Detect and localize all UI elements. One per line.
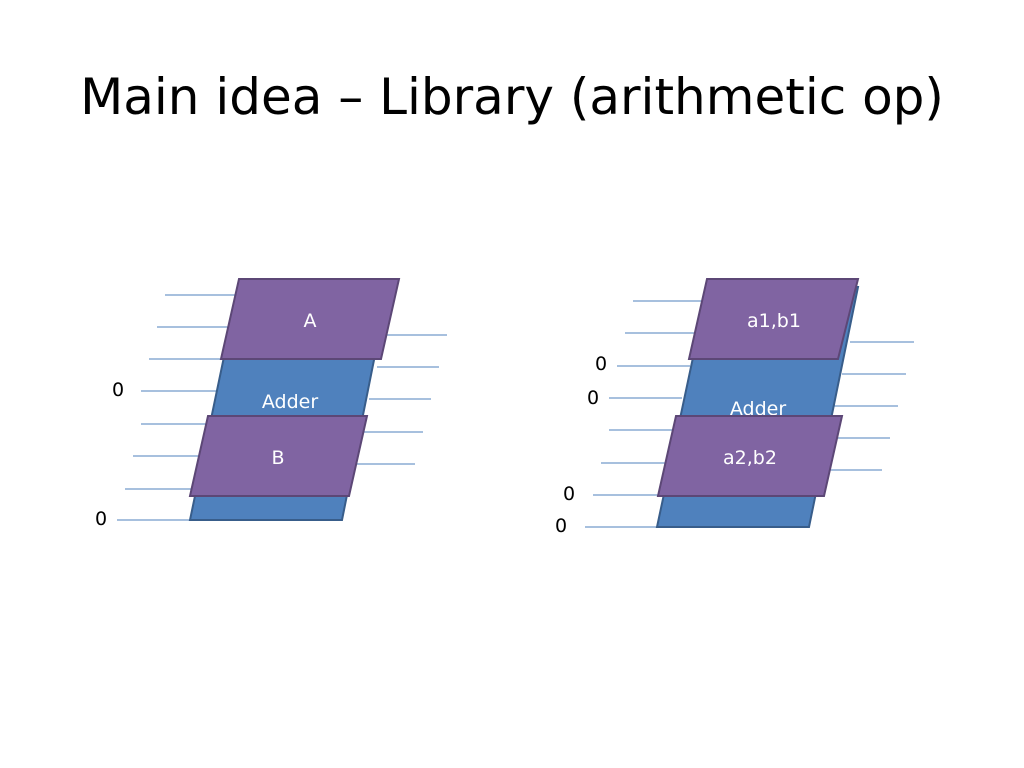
- right-adder-label: Adder: [730, 398, 786, 420]
- right-operand-a1b1-block: [687, 278, 860, 360]
- left-adder-label: Adder: [262, 391, 318, 413]
- left-diagram: Adder A B 0 0: [95, 278, 447, 530]
- left-operand-a-label: A: [304, 310, 317, 332]
- right-operand-a1b1-label: a1,b1: [747, 310, 801, 332]
- right-zero-label: 0: [555, 515, 567, 537]
- right-operand-a2b2-label: a2,b2: [723, 447, 777, 469]
- left-zero-label: 0: [95, 508, 107, 530]
- slide-title: Main idea – Library (arithmetic op): [80, 68, 944, 126]
- right-diagram: Adder a1,b1 a2,b2 0 0 0 0: [555, 278, 914, 537]
- left-operand-a-block: [219, 278, 401, 360]
- left-input-wires: [117, 294, 240, 521]
- right-output-wires: [818, 341, 914, 471]
- left-zero-label: 0: [112, 379, 124, 401]
- right-zero-label: 0: [563, 483, 575, 505]
- right-operand-a2b2-block: [656, 415, 844, 497]
- right-zero-label: 0: [595, 353, 607, 375]
- left-output-wires: [353, 334, 447, 465]
- left-operand-b-label: B: [271, 447, 284, 469]
- right-zero-label: 0: [587, 387, 599, 409]
- right-input-wires: [585, 300, 706, 528]
- left-operand-b-block: [188, 415, 369, 497]
